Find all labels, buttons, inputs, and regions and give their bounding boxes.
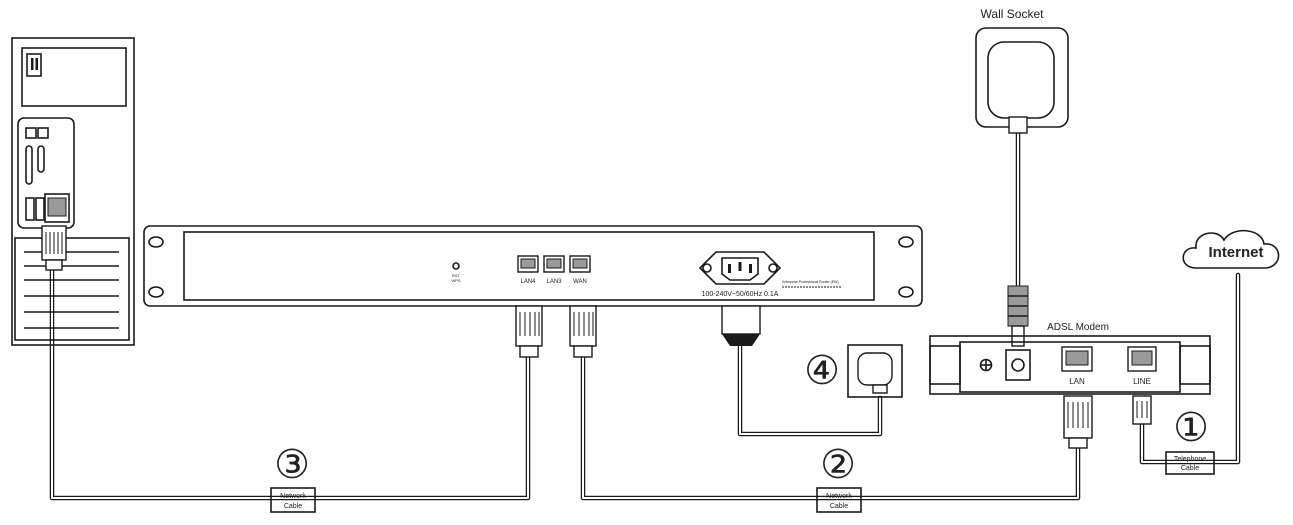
step-4-number: ④ — [804, 349, 840, 393]
adsl-modem: LAN LINE — [929, 335, 1211, 395]
modem-port-lan[interactable] — [1061, 346, 1093, 372]
router-lan4-plug — [515, 305, 543, 358]
router-rst-label: RST — [452, 273, 461, 278]
modem-lan-label: LAN — [1069, 377, 1085, 386]
network-cable-tag-3-line2: Cable — [284, 503, 302, 510]
power-cable — [737, 342, 883, 437]
power-outlet — [847, 344, 903, 398]
wall-socket — [975, 27, 1069, 134]
network-cable-tag-3: Network Cable — [270, 487, 316, 513]
router-power-plug — [721, 305, 761, 346]
step-3-number: ③ — [274, 443, 310, 487]
router-wps-label: WPS — [451, 278, 460, 283]
telephone-cable-tag-line1: Telephone — [1174, 456, 1206, 463]
modem-line-label: LINE — [1133, 377, 1151, 386]
router-wan-plug — [569, 305, 597, 358]
telephone-cable — [1139, 272, 1241, 465]
router-power-label: 100-240V~50/60Hz 0.1A — [702, 291, 779, 298]
modem-lan-plug — [1063, 395, 1093, 449]
adapter-plug — [1007, 285, 1029, 347]
internet-cloud-icon — [1182, 229, 1280, 269]
computer-tower — [11, 37, 135, 346]
adsl-modem-label: ADSL Modem — [1047, 322, 1109, 333]
router-lan4-label: LAN4 — [520, 279, 536, 285]
modem-line-plug — [1132, 395, 1152, 425]
step-2-number: ② — [820, 443, 856, 487]
telephone-cable-tag: Telephone Cable — [1165, 451, 1215, 475]
wall-socket-label: Wall Socket — [981, 7, 1045, 21]
internet-label: Internet — [1208, 244, 1263, 261]
router-wan-label: WAN — [573, 279, 587, 285]
network-cable-tag-3-line1: Network — [280, 493, 306, 500]
router-info-label: Enterprise Professional Router (EW) — [782, 280, 839, 284]
modem-port-line[interactable] — [1127, 346, 1157, 372]
network-cable-3 — [49, 265, 531, 501]
network-cable-tag-2-line1: Network — [826, 493, 852, 500]
router: RST WPS LAN4 LAN3 WAN 100-240V~50/60Hz — [143, 225, 923, 307]
network-cable-tag-2-line2: Cable — [830, 503, 848, 510]
network-cable-2 — [580, 353, 1081, 501]
telephone-cable-tag-line2: Cable — [1181, 465, 1199, 472]
network-cable-tag-2: Network Cable — [816, 487, 862, 513]
router-port-wan[interactable] — [569, 255, 591, 273]
router-lan3-label: LAN3 — [546, 279, 562, 285]
modem-power-jack[interactable] — [1005, 349, 1031, 381]
router-port-lan3[interactable] — [543, 255, 565, 273]
step-1-number: ① — [1173, 406, 1209, 450]
router-port-lan4[interactable] — [517, 255, 539, 273]
router-power-inlet — [698, 251, 782, 285]
